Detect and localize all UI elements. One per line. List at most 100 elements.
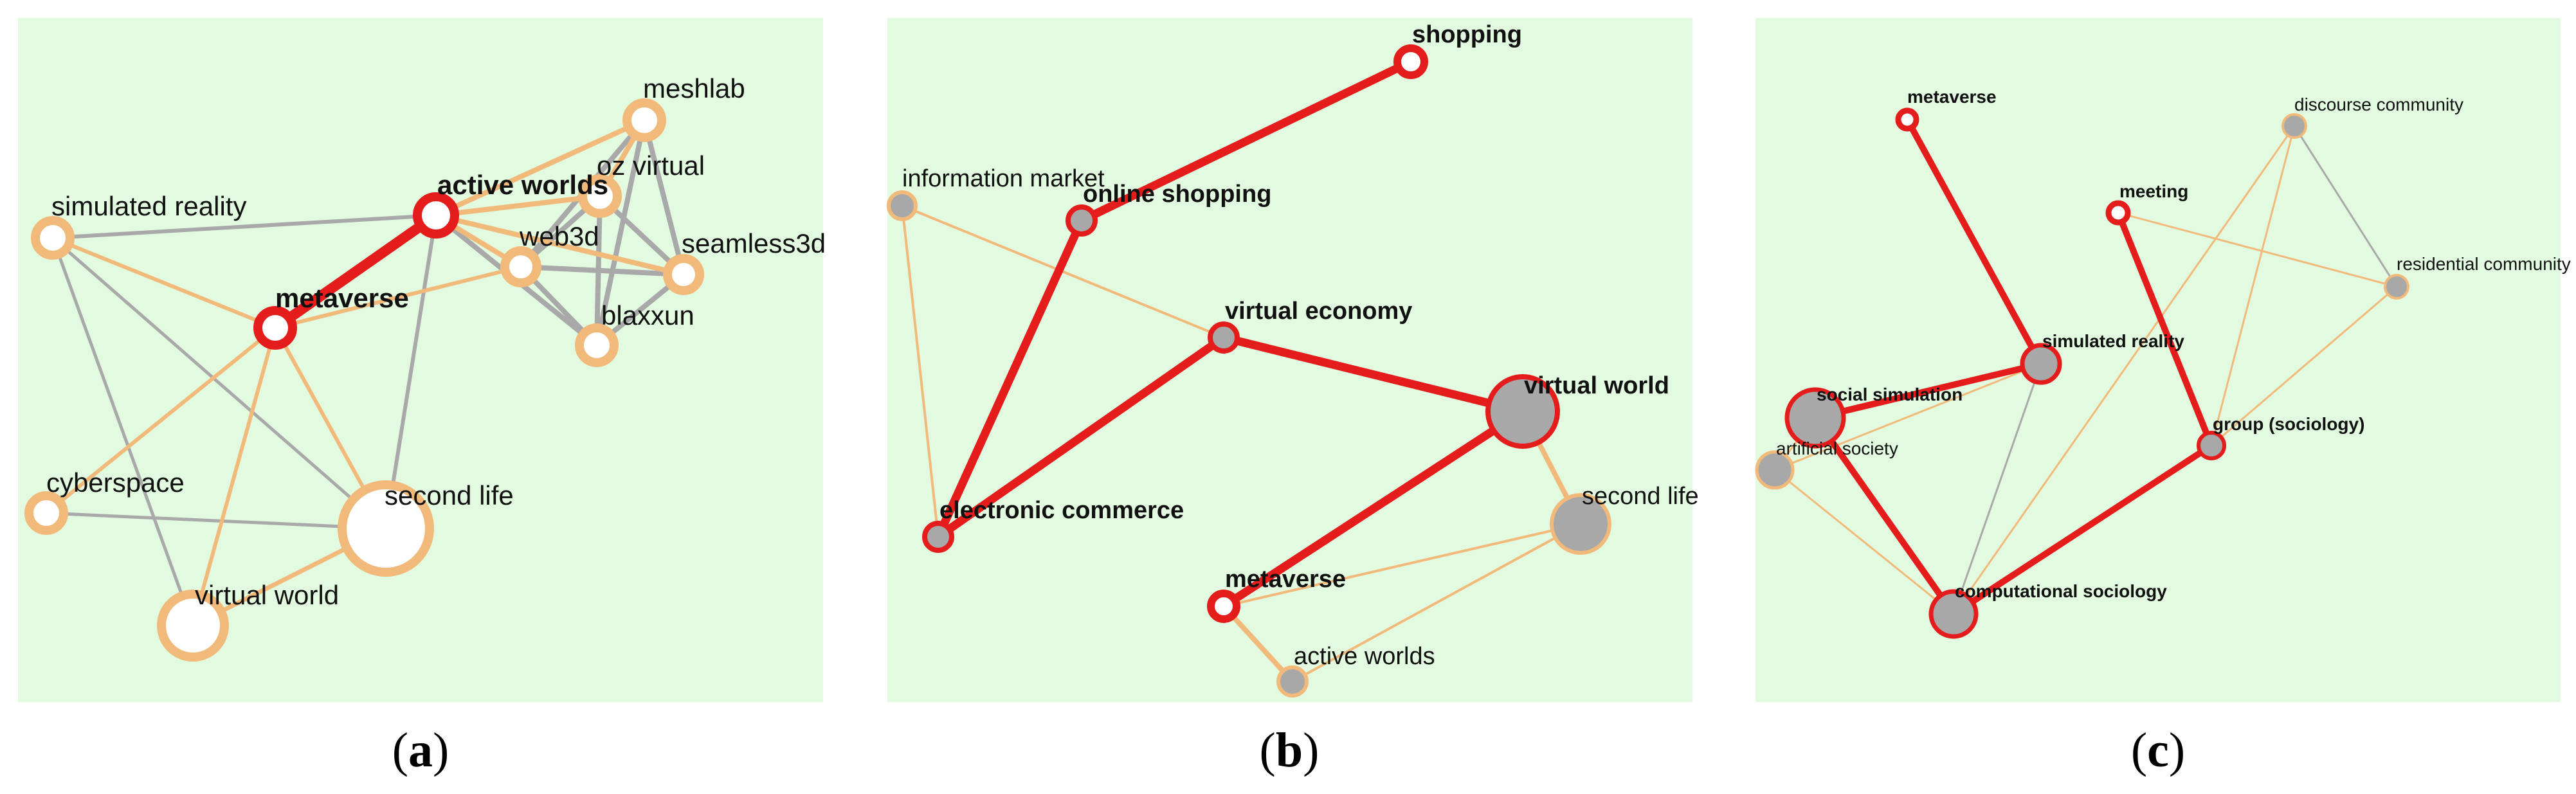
node-blaxxun[interactable] [575, 323, 619, 367]
label-active-worlds: active worlds [1294, 643, 1435, 670]
edge-simulated-reality-active-worlds [51, 213, 438, 240]
label-second-life: second life [385, 480, 514, 510]
label-computational-sociology: computational sociology [1955, 581, 2167, 601]
label-meeting: meeting [2119, 181, 2188, 201]
edge-active-worlds-oz-virtual [433, 194, 603, 218]
panel-b-caption: (b) [1260, 723, 1320, 777]
node-group-sociology[interactable] [2197, 431, 2226, 460]
edge-information-market-electronic-commerce [901, 204, 939, 538]
edge-simulated-reality-computational-sociology [1952, 363, 2042, 615]
label-residential-community: residential community [2397, 254, 2571, 274]
edge-simulated-reality-metaverse [51, 236, 277, 330]
panel-a-nodes [24, 98, 704, 662]
label-blaxxun: blaxxun [601, 300, 694, 330]
label-virtual-economy: virtual economy [1225, 298, 1412, 325]
node-shopping[interactable] [1393, 44, 1428, 79]
panel-c: metaverse discourse community meeting re… [1755, 18, 2571, 777]
edge-online-shopping-electronic-commerce [934, 216, 1086, 541]
node-information-market[interactable] [887, 190, 918, 221]
node-virtual-world[interactable] [157, 590, 229, 662]
node-virtual-economy[interactable] [1208, 321, 1240, 354]
node-web3d[interactable] [500, 246, 541, 287]
edge-virtual-world-metaverse [1219, 407, 1527, 611]
label-social-simulation: social simulation [1817, 384, 1963, 404]
edge-simulated-reality-social-simulation [1812, 361, 2044, 421]
node-active-worlds[interactable] [413, 192, 459, 239]
panel-b-edges [901, 57, 1583, 684]
label-second-life: second life [1582, 483, 1699, 510]
node-online-shopping[interactable] [1066, 204, 1098, 237]
edge-active-worlds-second-life [384, 213, 438, 530]
label-metaverse: metaverse [1225, 566, 1346, 593]
node-metaverse[interactable] [253, 306, 297, 350]
label-information-market: information market [902, 165, 1105, 192]
label-simulated-reality: simulated reality [2042, 331, 2184, 351]
node-active-worlds[interactable] [1276, 665, 1309, 698]
edge-virtual-economy-virtual-world [1219, 333, 1527, 416]
edge-cyberspace-second-life [44, 511, 388, 530]
edge-simulated-reality-virtual-world [51, 236, 195, 627]
node-meshlab[interactable] [622, 98, 666, 142]
label-electronic-commerce: electronic commerce [939, 497, 1184, 524]
edge-metaverse-virtual-world [191, 326, 277, 627]
node-cyberspace[interactable] [24, 491, 68, 535]
node-simulated-reality[interactable] [2020, 343, 2062, 385]
node-electronic-commerce[interactable] [922, 521, 954, 553]
node-second-life[interactable] [1550, 493, 1611, 555]
edge-computational-sociology-group-sociology [1950, 442, 2215, 617]
label-oz-virtual: oz virtual [597, 150, 705, 181]
panel-b: shopping information market online shopp… [887, 18, 1699, 777]
panel-a-background [18, 18, 823, 702]
label-discourse-community: discourse community [2294, 95, 2463, 114]
node-metaverse[interactable] [1895, 107, 1919, 132]
node-artificial-society[interactable] [1755, 450, 1795, 490]
node-seamless3d[interactable] [663, 254, 704, 295]
node-second-life[interactable] [338, 480, 434, 577]
edge-meeting-group-sociology [2115, 210, 2215, 449]
panel-c-background [1755, 18, 2561, 702]
label-web3d: web3d [519, 221, 599, 251]
label-virtual-world: virtual world [1524, 372, 1669, 399]
node-meeting[interactable] [2105, 200, 2131, 226]
edge-social-simulation-computational-sociology [1812, 415, 1957, 617]
edge-meeting-residential-community [2117, 212, 2398, 288]
node-simulated-reality[interactable] [31, 216, 75, 260]
label-virtual-world: virtual world [195, 580, 339, 610]
label-seamless3d: seamless3d [682, 228, 826, 258]
edge-web3d-seamless3d [518, 264, 686, 277]
label-metaverse: metaverse [1907, 87, 1997, 107]
edge-metaverse-simulated-reality [1904, 116, 2044, 367]
edge-simulated-reality-second-life [51, 236, 388, 530]
edge-active-worlds-second-life [1291, 523, 1582, 683]
node-discourse-community[interactable] [2281, 113, 2307, 139]
edge-meshlab-blaxxun [594, 118, 647, 348]
label-meshlab: meshlab [643, 73, 745, 104]
node-metaverse[interactable] [1207, 590, 1240, 623]
edge-simulated-reality-artificial-society [1773, 363, 2042, 471]
label-shopping: shopping [1412, 21, 1522, 48]
panel-c-nodes [1755, 107, 2409, 639]
panel-c-labels: metaverse discourse community meeting re… [1776, 87, 2571, 601]
node-virtual-world[interactable] [1485, 374, 1560, 449]
edge-shopping-online-shopping [1077, 57, 1415, 225]
node-social-simulation[interactable] [1784, 387, 1846, 449]
label-metaverse: metaverse [275, 283, 409, 313]
node-oz-virtual[interactable] [578, 174, 622, 218]
edge-discourse-community-residential-community [2293, 125, 2398, 288]
node-residential-community[interactable] [2384, 274, 2409, 300]
edge-artificial-society-computational-sociology [1773, 469, 1955, 615]
label-online-shopping: online shopping [1083, 181, 1271, 208]
edge-discourse-community-computational-sociology [1952, 125, 2296, 615]
panel-c-caption: (c) [2131, 723, 2185, 777]
label-cyberspace: cyberspace [46, 467, 185, 498]
edge-discourse-community-group-sociology [2210, 125, 2296, 447]
edge-metaverse-active-worlds [1221, 604, 1295, 684]
edge-metaverse-second-life [1222, 523, 1582, 608]
panel-a-labels: meshlab active worlds oz virtual simulat… [46, 73, 826, 610]
node-computational-sociology[interactable] [1928, 589, 1979, 639]
edge-residential-community-group-sociology [2210, 285, 2398, 447]
panel-b-nodes [887, 44, 1611, 698]
panel-b-labels: shopping information market online shopp… [902, 21, 1699, 670]
label-artificial-society: artificial society [1776, 438, 1898, 458]
edge-metaverse-web3d [273, 265, 523, 330]
